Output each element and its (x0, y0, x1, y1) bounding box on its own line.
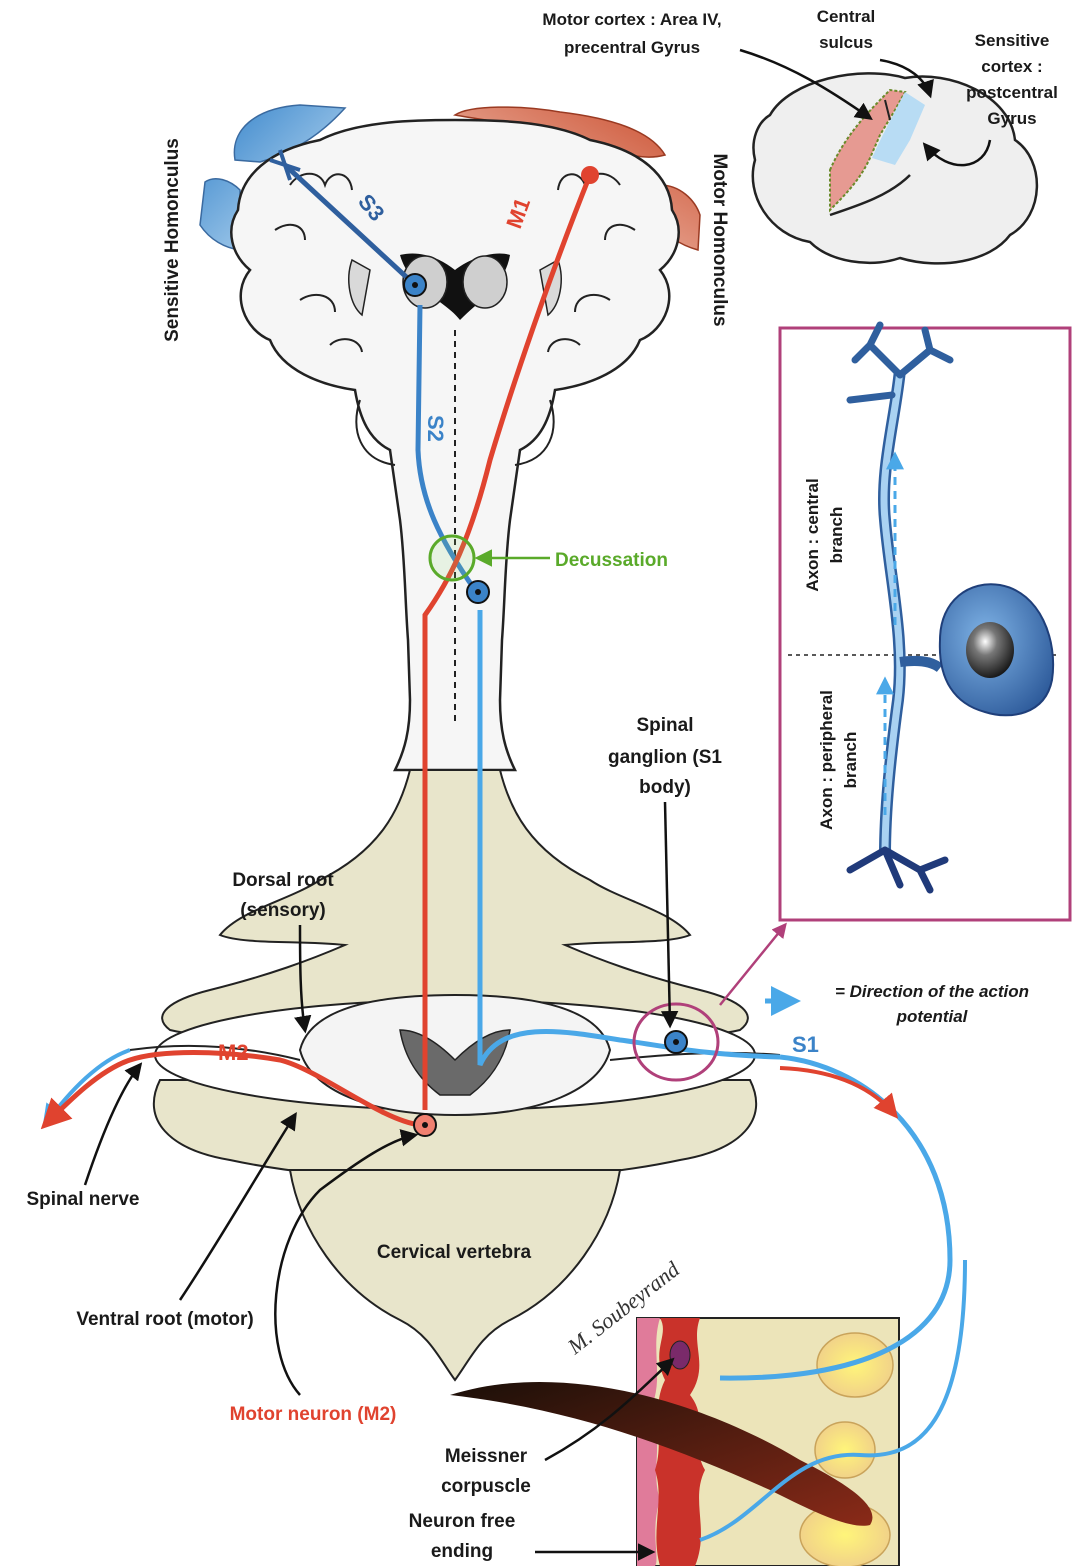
legend-label-line2: potential (896, 1007, 969, 1026)
meissner-label-line2: corpuscle (441, 1476, 531, 1497)
neuron-inset (720, 325, 1070, 1005)
m2-tag: M2 (218, 1040, 249, 1065)
motor-neuron-label: Motor neuron (M2) (230, 1404, 397, 1425)
spinal-nerve-label: Spinal nerve (27, 1189, 140, 1210)
meissner-label: Meissner (445, 1446, 528, 1467)
sensitive-cortex-label: Sensitive (975, 31, 1050, 50)
sensitive-cortex-label-line4: Gyrus (987, 109, 1036, 128)
central-sulcus-label: Central (817, 7, 876, 26)
dorsal-root-label: Dorsal root (232, 870, 334, 891)
s2-tag: S2 (423, 415, 448, 442)
sensitive-cortex-label-line3: postcentral (966, 83, 1058, 102)
brain-coronal-section (200, 105, 700, 770)
axon-peripheral-label: Axon : peripheral (817, 690, 836, 830)
axon-central-label: Axon : central (803, 478, 822, 591)
sensitive-homunculus-label: Sensitive Homonculus (162, 138, 183, 342)
central-sulcus-label-line2: sulcus (819, 33, 873, 52)
s1-tag: S1 (792, 1032, 819, 1057)
ventral-root-label: Ventral root (motor) (76, 1309, 253, 1330)
axon-peripheral-label-line2: branch (841, 732, 860, 789)
spinal-ganglion-label-line2: ganglion (S1 (608, 747, 722, 768)
free-ending-label-line2: ending (431, 1541, 493, 1562)
skin-inset (450, 1318, 899, 1566)
free-ending-label: Neuron free (409, 1511, 516, 1532)
axon-central-label-line2: branch (827, 507, 846, 564)
decussation-marker (430, 536, 474, 580)
decussation-label: Decussation (555, 550, 668, 571)
dorsal-root-label-line2: (sensory) (240, 900, 326, 921)
sensitive-cortex-label-line2: cortex : (981, 57, 1042, 76)
spinal-ganglion-label-line3: body) (639, 777, 691, 798)
motor-cortex-label: Motor cortex : Area IV, (542, 10, 721, 29)
cervical-vertebra (130, 770, 780, 1380)
spinal-ganglion-label: Spinal (636, 715, 693, 736)
legend-label: = Direction of the action (835, 982, 1029, 1001)
motor-cortex-label-line2: precentral Gyrus (564, 38, 700, 57)
cervical-vertebra-label: Cervical vertebra (377, 1242, 532, 1263)
motor-homunculus-label: Motor Homonculus (709, 153, 730, 326)
